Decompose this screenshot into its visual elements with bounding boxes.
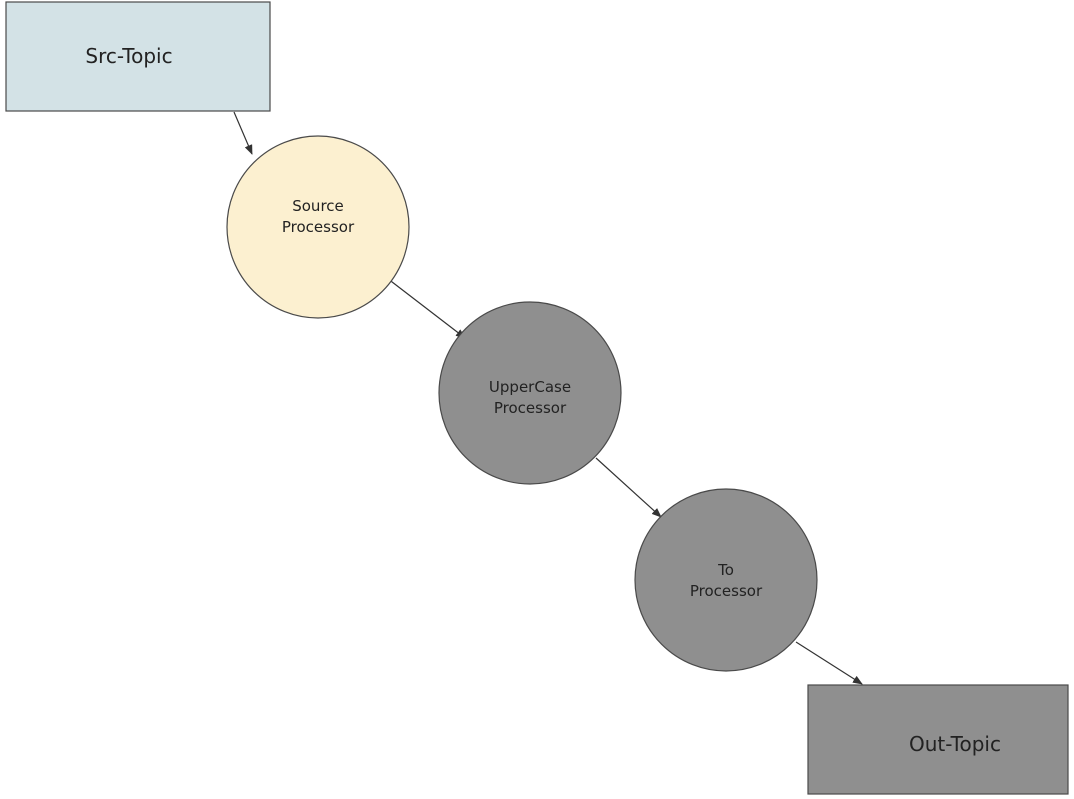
source-processor-label-line1: Source [292, 197, 344, 215]
source-processor-node: Source Processor [226, 135, 410, 319]
edge-to-to-out [795, 641, 863, 685]
out-topic-box [807, 684, 1069, 795]
source-processor-label-line2: Processor [282, 218, 355, 236]
uppercase-processor-label-line2: Processor [494, 399, 567, 417]
uppercase-processor-circle [438, 301, 622, 485]
src-topic-label: Src-Topic [85, 44, 172, 68]
to-processor-node: To Processor [634, 488, 818, 672]
src-topic-node: Src-Topic [5, 1, 271, 112]
src-topic-box [5, 1, 271, 112]
uppercase-processor-node: UpperCase Processor [438, 301, 622, 485]
out-topic-node: Out-Topic [807, 684, 1069, 795]
to-processor-circle [634, 488, 818, 672]
edge-source-to-uppercase [382, 274, 466, 339]
to-processor-label-line2: Processor [690, 582, 763, 600]
out-topic-label: Out-Topic [909, 732, 1001, 756]
to-processor-label-line1: To [717, 561, 734, 579]
edge-src-to-source [233, 111, 253, 155]
source-processor-circle [226, 135, 410, 319]
edge-uppercase-to-to [595, 457, 662, 518]
uppercase-processor-label-line1: UpperCase [489, 378, 571, 396]
